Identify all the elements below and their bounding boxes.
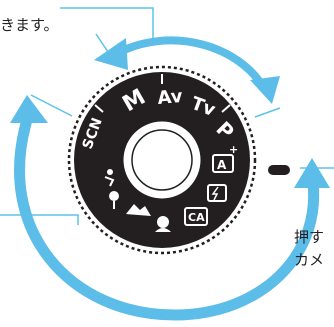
svg-text:CA: CA (188, 211, 205, 224)
text-top: きます。 (0, 16, 59, 34)
dial-center-cap (131, 129, 193, 191)
mode-ca: CA (184, 207, 208, 226)
dial-notches (94, 74, 231, 113)
arrow-head-top-right (250, 76, 280, 104)
mode-flash-off (207, 184, 227, 202)
text-right-2: カメ (294, 251, 325, 269)
arrow-head-right (294, 158, 330, 188)
close-up-icon (109, 191, 119, 209)
svg-text:A: A (217, 158, 227, 172)
callout-bottom-left (0, 214, 79, 225)
callout-left-tick (30, 94, 73, 117)
arrow-head-left (10, 95, 48, 123)
rotation-arrow-top (94, 36, 280, 104)
rotation-arrow-large (10, 95, 330, 321)
svg-text:+: + (229, 143, 238, 156)
callout-right-tick (254, 107, 281, 118)
landscape-icon (126, 204, 151, 216)
text-right-1: 押す (294, 228, 325, 246)
arrow-head-top-left (94, 38, 128, 70)
mode-auto-plus: A + (212, 143, 238, 173)
sports-icon (104, 169, 115, 187)
mode-dial[interactable]: M Av Tv P SCN A + CA (67, 65, 257, 255)
scene-icons (104, 169, 171, 232)
mode-av-label: Av (157, 86, 184, 109)
portrait-icon (155, 216, 171, 232)
callout-top (60, 7, 154, 40)
index-mark (268, 165, 290, 175)
